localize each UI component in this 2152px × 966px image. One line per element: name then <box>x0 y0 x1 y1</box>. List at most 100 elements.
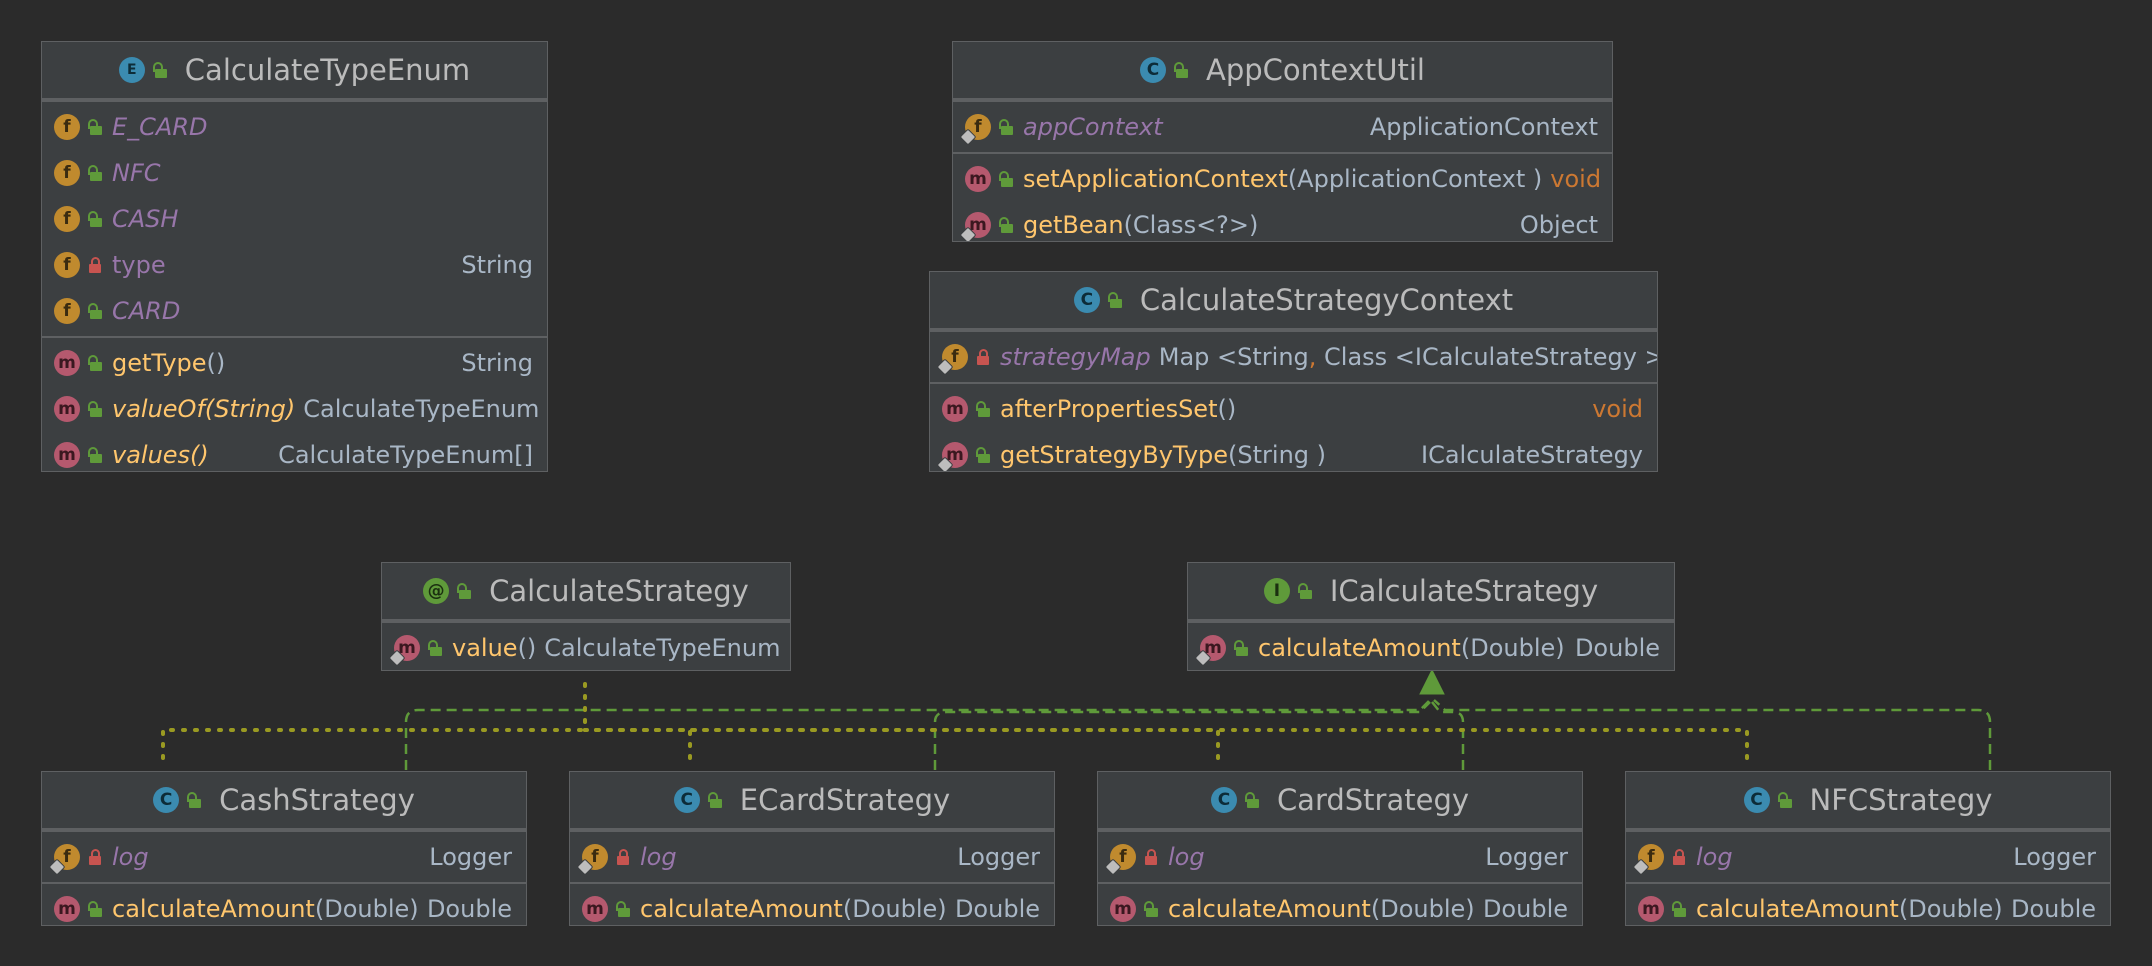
field-row[interactable]: f type String <box>42 242 547 288</box>
method-params: (Double) <box>314 895 419 923</box>
class-title: CalculateStrategyContext <box>1139 283 1514 317</box>
class-title: AppContextUtil <box>1206 53 1425 87</box>
field-row[interactable]: f log Logger <box>42 834 526 880</box>
method-row[interactable]: m calculateAmount (Double) Double <box>1098 886 1582 925</box>
static-field-icon: f <box>54 160 80 186</box>
abstract-method-icon: m <box>388 635 420 667</box>
class-calculate-strategy-context[interactable]: C CalculateStrategyContext f strategyMap… <box>929 271 1658 472</box>
class-icon: C <box>673 787 700 813</box>
method-name: afterPropertiesSet <box>1000 395 1218 423</box>
field-type: Logger <box>957 843 1040 871</box>
method-row[interactable]: m calculateAmount (Double) Double <box>1626 886 2110 925</box>
field-type: Map <String, Class <ICalculateStrategy >… <box>1158 343 1658 371</box>
public-visibility-icon <box>88 901 102 917</box>
method-row[interactable]: m calculateAmount (Double) Double <box>570 886 1054 925</box>
method-icon: m <box>54 896 80 922</box>
public-visibility-icon <box>88 119 102 135</box>
method-row[interactable]: m values() CalculateTypeEnum[] <box>42 432 547 471</box>
method-row[interactable]: m getBean (Class<?>) Object <box>953 202 1612 241</box>
class-calculate-type-enum[interactable]: E CalculateTypeEnum f E_CARD f NFC f CAS… <box>41 41 548 472</box>
field-row[interactable]: f log Logger <box>1098 834 1582 880</box>
annotation-icon: @ <box>423 578 450 604</box>
private-visibility-icon <box>616 849 630 865</box>
method-row[interactable]: m getStrategyByType (String ) ICalculate… <box>930 432 1657 471</box>
static-field-icon: f <box>54 206 80 232</box>
class-card-strategy[interactable]: C CardStrategy f log Logger m calculateA… <box>1097 771 1583 926</box>
public-visibility-icon <box>88 355 102 371</box>
class-nfc-strategy[interactable]: C NFCStrategy f log Logger m calculateAm… <box>1625 771 2111 926</box>
method-params: (String ) <box>1228 441 1327 469</box>
method-row[interactable]: m calculateAmount (Double) Double <box>42 886 526 925</box>
field-row[interactable]: f log Logger <box>1626 834 2110 880</box>
interface-icalculate-strategy[interactable]: I ICalculateStrategy m calculateAmount (… <box>1187 562 1675 671</box>
static-field-icon: f <box>54 114 80 140</box>
return-type: String <box>461 349 533 377</box>
field-row[interactable]: f CASH <box>42 196 547 242</box>
field-row[interactable]: f CARD <box>42 288 547 334</box>
static-field-icon: f <box>48 844 80 876</box>
class-title: CardStrategy <box>1276 783 1470 817</box>
class-title: NFCStrategy <box>1809 783 1993 817</box>
class-icon: C <box>1140 57 1166 83</box>
field-row[interactable]: f appContext ApplicationContext <box>953 104 1612 150</box>
annotation-calculate-strategy[interactable]: @ CalculateStrategy m value () Calculate… <box>381 562 791 671</box>
annotation-usage-edges <box>161 682 1749 760</box>
method-icon: m <box>1110 896 1136 922</box>
field-row[interactable]: f strategyMap Map <String, Class <ICalcu… <box>930 334 1657 380</box>
public-visibility-icon <box>457 583 472 599</box>
method-row[interactable]: m setApplicationContext (ApplicationCont… <box>953 156 1612 202</box>
public-visibility-icon <box>1297 583 1312 599</box>
method-name: value <box>452 634 518 662</box>
field-name: log <box>640 843 677 871</box>
method-name: calculateAmount <box>1168 895 1371 923</box>
field-name: appContext <box>1023 113 1163 141</box>
public-visibility-icon <box>1234 640 1248 656</box>
return-type: void <box>1550 165 1602 193</box>
private-visibility-icon <box>88 257 102 273</box>
method-row[interactable]: m getType () String <box>42 340 547 386</box>
public-visibility-icon <box>88 401 102 417</box>
return-type: void <box>1592 395 1643 423</box>
method-row[interactable]: m value () CalculateTypeEnum <box>382 625 790 670</box>
static-field-icon: f <box>54 298 80 324</box>
static-field-icon: f <box>1104 844 1136 876</box>
method-row[interactable]: m calculateAmount (Double) Double <box>1188 625 1674 670</box>
public-visibility-icon <box>1144 901 1158 917</box>
class-title: ICalculateStrategy <box>1329 574 1599 608</box>
return-type: Double <box>1482 895 1568 923</box>
static-method-icon: m <box>54 396 80 422</box>
edge-card-implements <box>1431 701 1465 770</box>
class-ecard-strategy[interactable]: C ECardStrategy f log Logger m calculate… <box>569 771 1055 926</box>
public-visibility-icon <box>1777 792 1792 808</box>
class-header: C NFCStrategy <box>1626 772 2110 830</box>
field-name: CASH <box>112 205 179 233</box>
fields-section: f log Logger <box>1098 830 1582 882</box>
fields-section: f strategyMap Map <String, Class <ICalcu… <box>930 330 1657 382</box>
edge-nfc-implements <box>1433 699 1992 770</box>
class-header: C ECardStrategy <box>570 772 1054 830</box>
method-name: getType <box>112 349 207 377</box>
public-visibility-icon <box>428 640 442 656</box>
method-name: calculateAmount <box>1696 895 1899 923</box>
field-row[interactable]: f NFC <box>42 150 547 196</box>
method-icon: m <box>582 896 608 922</box>
class-app-context-util[interactable]: C AppContextUtil f appContext Applicatio… <box>952 41 1613 242</box>
static-method-icon: m <box>936 442 968 471</box>
method-name: valueOf(String) <box>112 395 296 423</box>
public-visibility-icon <box>1672 901 1686 917</box>
method-row[interactable]: m valueOf(String) CalculateTypeEnum <box>42 386 547 432</box>
class-icon: C <box>1073 287 1100 313</box>
return-type: CalculateTypeEnum <box>544 634 781 662</box>
method-row[interactable]: m afterPropertiesSet () void <box>930 386 1657 432</box>
method-params: (Double) <box>1370 895 1475 923</box>
class-cash-strategy[interactable]: C CashStrategy f log Logger m calculateA… <box>41 771 527 926</box>
public-visibility-icon <box>999 171 1013 187</box>
public-visibility-icon <box>88 211 102 227</box>
method-name: calculateAmount <box>640 895 843 923</box>
field-row[interactable]: f E_CARD <box>42 104 547 150</box>
return-type: ICalculateStrategy <box>1421 441 1643 469</box>
field-row[interactable]: f log Logger <box>570 834 1054 880</box>
field-name: CARD <box>112 297 181 325</box>
fields-section: f log Logger <box>1626 830 2110 882</box>
method-params: (Double) <box>1898 895 2003 923</box>
